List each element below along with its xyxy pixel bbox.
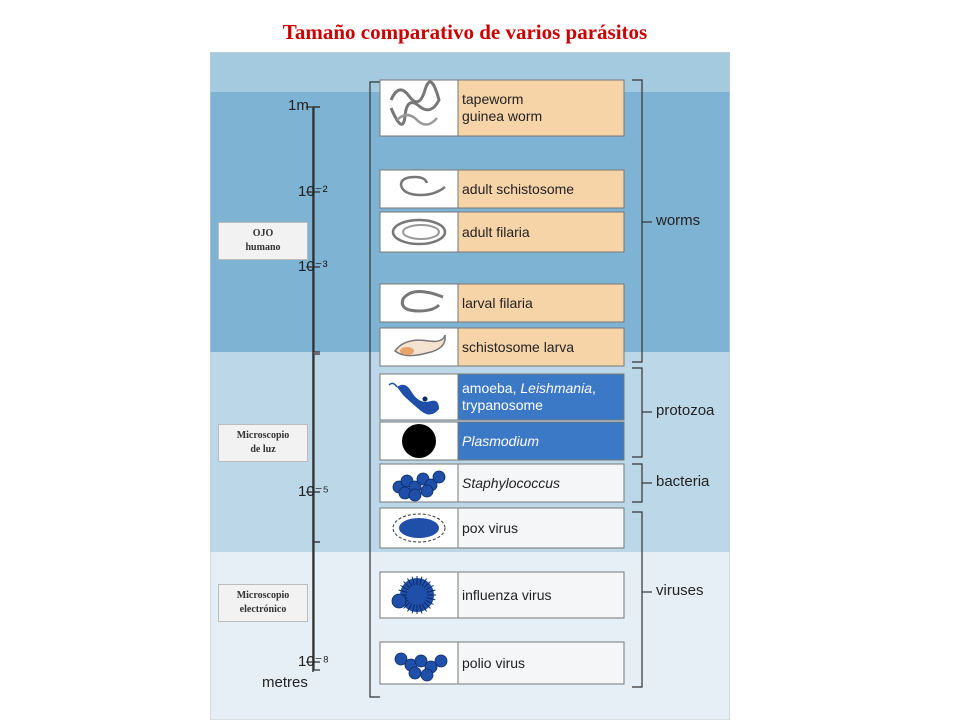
region-label-line: humano	[245, 242, 281, 253]
organism-row	[379, 327, 625, 367]
organism-label: adult filaria	[462, 224, 622, 241]
organism-label-line: adult schistosome	[462, 180, 575, 197]
organism-label-box	[457, 169, 625, 209]
organism-label-line: larval filaria	[462, 294, 533, 311]
organism-label-box	[457, 373, 625, 421]
organism-label-line: trypanosome	[462, 397, 543, 413]
larval-filaria-icon	[400, 290, 444, 313]
organism-label-line: influenza virus	[462, 586, 552, 603]
pox-virus-icon	[392, 513, 446, 543]
organism-label: Plasmodium	[462, 433, 622, 450]
organism-label-box	[457, 327, 625, 367]
group-label-viruses: viruses	[656, 582, 704, 599]
filaria-icon	[391, 218, 447, 246]
organism-label: adult schistosome	[462, 181, 622, 198]
organism-label: schistosome larva	[462, 339, 622, 356]
scale-tick-label: 1m	[288, 97, 309, 114]
organism-label: polio virus	[462, 655, 622, 672]
schistosome-icon	[399, 175, 446, 197]
organism-column-bracket	[369, 81, 380, 698]
organism-label-line: polio virus	[462, 654, 526, 671]
organism-label-box	[457, 507, 625, 549]
organism-row	[379, 373, 625, 421]
tapeworm-icon	[389, 80, 441, 126]
influenza-virus-icon	[391, 576, 436, 614]
organism-label-part: amoeba,	[462, 380, 521, 396]
organism-label-line: guinea worm	[462, 108, 543, 124]
plasmodium-icon	[402, 424, 436, 458]
organism-icon-box	[379, 169, 459, 209]
scale-tick-label: 10⁻²	[298, 183, 328, 200]
scale-ticks	[306, 106, 320, 663]
organism-label-line: Plasmodium	[462, 432, 540, 449]
organism-label-box	[457, 79, 625, 137]
page-title: Tamaño comparativo de varios parásitos	[282, 20, 648, 44]
organism-label: larval filaria	[462, 295, 622, 312]
schistosome-larva-icon	[393, 334, 446, 357]
region-label-line: OJO	[252, 228, 274, 239]
organism-label-line: adult filaria	[462, 223, 530, 240]
organism-label-line: amoeba, Leishmania,	[462, 380, 622, 397]
organism-row	[379, 211, 625, 253]
region-label-line: de luz	[250, 444, 276, 455]
organism-row	[379, 421, 625, 461]
organism-row	[379, 283, 625, 323]
trypanosome-icon	[388, 382, 439, 415]
organism-row	[379, 507, 625, 549]
region-label-line: electrónico	[239, 604, 287, 615]
organism-label-box	[457, 571, 625, 619]
polio-virus-icon	[394, 652, 448, 682]
region-label-line: Microscopio	[236, 590, 290, 601]
organism-label: pox virus	[462, 520, 622, 537]
organism-icon-box	[379, 373, 459, 421]
organism-label-box	[457, 641, 625, 685]
organism-icon-box	[379, 283, 459, 323]
organism-row	[379, 641, 625, 685]
organism-label: influenza virus	[462, 587, 622, 604]
organism-row	[379, 169, 625, 209]
region-label-line: Microscopio	[236, 430, 290, 441]
scale-tick-label: 10⁻³	[298, 258, 328, 275]
organism-label-line: tapeworm	[462, 91, 524, 107]
organism-label-box	[457, 211, 625, 253]
organism-row	[379, 571, 625, 619]
organism-label-box	[457, 421, 625, 461]
organism-row	[379, 79, 625, 137]
organism-label-part: ,	[591, 380, 596, 396]
organism-label-box	[457, 283, 625, 323]
organism-icon-box	[379, 79, 459, 137]
organism-icon-box	[379, 211, 459, 253]
viruses-bracket	[632, 511, 643, 688]
worms-bracket	[632, 79, 643, 363]
organism-row	[379, 463, 625, 503]
organism-label: amoeba, Leishmania,trypanosome	[462, 380, 622, 414]
scale-tick-label: 10⁻⁵	[298, 483, 329, 500]
organism-label: Staphylococcus	[462, 475, 622, 492]
staphylococcus-icon	[392, 470, 446, 502]
group-label-protozoa: protozoa	[656, 402, 715, 419]
region-label-light-microscope: Microscopio de luz	[218, 424, 308, 462]
unit-label: metres	[262, 674, 308, 691]
scale-tick-label: 10⁻⁸	[298, 653, 329, 670]
organism-label-line: schistosome larva	[462, 338, 575, 355]
organism-label-line: pox virus	[462, 519, 519, 536]
organism-label-part: Leishmania	[520, 380, 592, 396]
electron-microscope-bracket	[313, 541, 320, 671]
organism-rows	[379, 79, 625, 685]
organism-label-line: Staphylococcus	[462, 474, 561, 491]
group-label-worms: worms	[656, 212, 701, 229]
organism-label-box	[457, 463, 625, 503]
diagram-canvas	[210, 52, 730, 720]
region-label-electron-microscope: Microscopio electrónico	[218, 584, 308, 622]
region-label-naked-eye: OJO humano	[218, 222, 308, 260]
group-label-bacteria: bacteria	[656, 473, 710, 490]
